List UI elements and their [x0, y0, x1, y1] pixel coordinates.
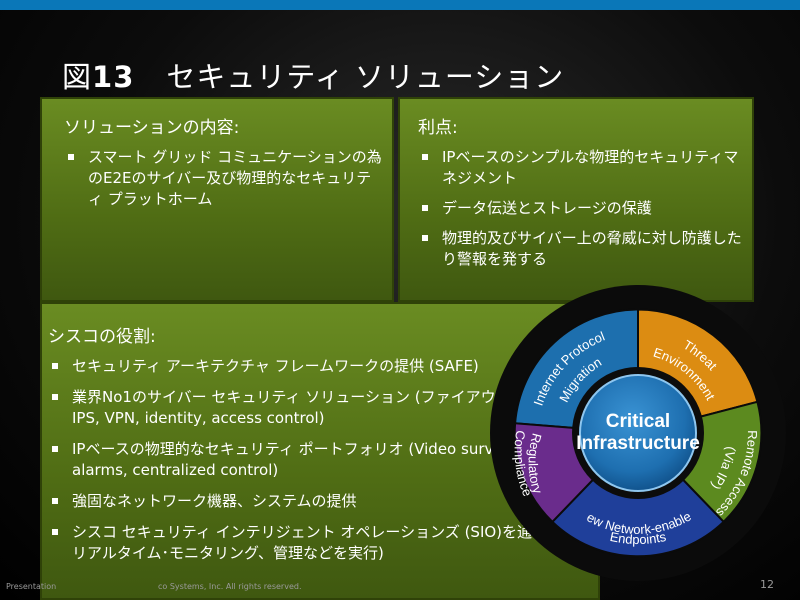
footer-presentation-label: Presentation	[6, 582, 57, 591]
critical-infrastructure-wheel: Internet Protocol Migration Threat Envir…	[478, 283, 786, 581]
title-text: セキュリティ ソリューション	[166, 60, 565, 94]
title-prefix: 図	[62, 60, 93, 94]
list-item: シスコ セキュリティ インテリジェント オペレーションズ (SIO)を通じてリア…	[48, 522, 568, 564]
solution-content-panel: ソリューションの内容: スマート グリッド コミュニケーションの為のE2Eのサイ…	[40, 97, 394, 302]
slide-title: 図13 セキュリティ ソリューション	[62, 54, 564, 96]
benefits-title: 利点:	[418, 118, 458, 138]
list-item: IPベースのシンプルな物理的セキュリティマネジメント	[418, 147, 748, 189]
page-number: 12	[760, 578, 774, 591]
title-number: 13	[92, 60, 135, 94]
list-item: IPベースの物理的なセキュリティ ポートフォリオ (Video surveill…	[48, 439, 568, 481]
top-accent-bar	[0, 0, 800, 10]
footer-copyright: co Systems, Inc. All rights reserved.	[158, 582, 302, 591]
list-item: スマート グリッド コミュニケーションの為のE2Eのサイバー及び物理的なセキュリ…	[64, 147, 384, 210]
regulatory-label-line1: Regulatory	[526, 432, 546, 496]
cisco-role-list: セキュリティ アーキテクチャ フレームワークの提供 (SAFE) 業界No1のサ…	[48, 356, 568, 574]
cisco-role-title: シスコの役割:	[48, 327, 156, 347]
list-item: 物理的及びサイバー上の脅威に対し防護したり警報を発する	[418, 228, 748, 270]
benefits-list: IPベースのシンプルな物理的セキュリティマネジメント データ伝送とストレージの保…	[418, 147, 748, 279]
list-item: 強固なネットワーク機器、システムの提供	[48, 491, 568, 512]
list-item: 業界No1のサイバー セキュリティ ソリューション (ファイアウォール, IPS…	[48, 387, 568, 429]
list-item: データ伝送とストレージの保護	[418, 198, 748, 219]
solution-content-list: スマート グリッド コミュニケーションの為のE2Eのサイバー及び物理的なセキュリ…	[64, 147, 384, 219]
endpoints-label-line2: Endpoints	[609, 529, 668, 547]
benefits-panel: 利点: IPベースのシンプルな物理的セキュリティマネジメント データ伝送とストレ…	[398, 97, 754, 302]
center-label-line1: Critical	[606, 411, 670, 432]
list-item: セキュリティ アーキテクチャ フレームワークの提供 (SAFE)	[48, 356, 568, 377]
center-label-line2: Infrastructure	[576, 433, 700, 454]
solution-content-title: ソリューションの内容:	[64, 118, 240, 138]
wheel-center-circle	[579, 374, 697, 492]
